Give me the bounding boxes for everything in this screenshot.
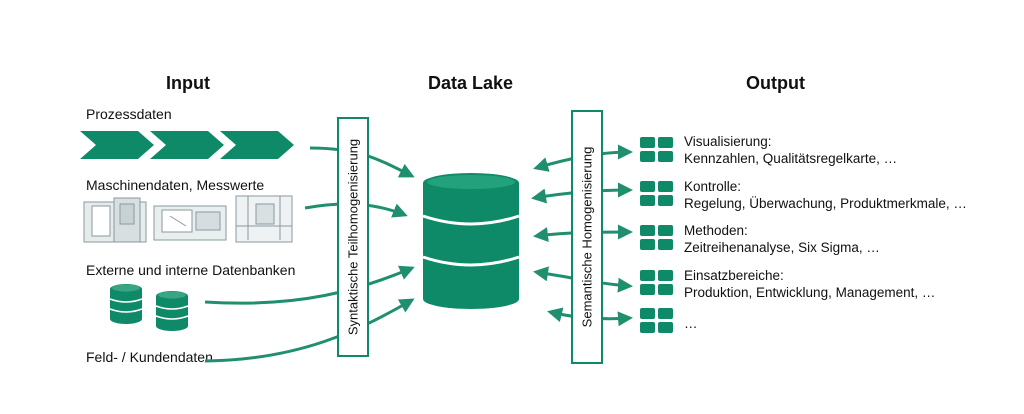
- input-arrows: [204, 146, 415, 363]
- output-item-einsatzbereiche: Einsatzbereiche: Produktion, Entwicklung…: [684, 267, 935, 301]
- output-subtitle: Zeitreihenanalyse, Six Sigma, …: [684, 240, 880, 255]
- output-item-more: …: [684, 315, 698, 332]
- syntactic-homogenization-label: Syntaktische Teilhomogenisierung: [345, 138, 361, 336]
- syntactic-homogenization-box: Syntaktische Teilhomogenisierung: [337, 117, 369, 357]
- input-label-felddaten: Feld- / Kundendaten: [86, 349, 213, 365]
- machine-icon: [83, 195, 293, 243]
- output-heading: Output: [746, 73, 805, 93]
- data-lake-cylinder: [422, 173, 520, 309]
- output-subtitle: Regelung, Überwachung, Produktmerkmale, …: [684, 196, 967, 211]
- output-title: …: [684, 316, 698, 331]
- input-label-maschinendaten: Maschinendaten, Messwerte: [86, 177, 265, 193]
- chevron-arrow-icon: [80, 131, 294, 159]
- output-subtitle: Kennzahlen, Qualitätsregelkarte, …: [684, 151, 898, 166]
- output-item-kontrolle: Kontrolle: Regelung, Überwachung, Produk…: [684, 178, 967, 212]
- semantic-homogenization-label: Semantische Homogenisierung: [579, 146, 595, 328]
- output-title: Visualisierung:: [684, 134, 772, 149]
- input-label-datenbanken: Externe und interne Datenbanken: [86, 262, 296, 278]
- semantic-homogenization-box: Semantische Homogenisierung: [571, 110, 603, 364]
- input-label-prozessdaten: Prozessdaten: [86, 106, 172, 122]
- output-title: Kontrolle:: [684, 179, 742, 194]
- data-lake-heading: Data Lake: [428, 73, 514, 93]
- grid-icon: [640, 137, 673, 333]
- input-heading: Input: [166, 73, 210, 93]
- output-title: Methoden:: [684, 223, 748, 238]
- output-title: Einsatzbereiche:: [684, 268, 784, 283]
- output-item-visualisierung: Visualisierung: Kennzahlen, Qualitätsreg…: [684, 133, 897, 167]
- output-subtitle: Produktion, Entwicklung, Management, …: [684, 285, 936, 300]
- output-item-methoden: Methoden: Zeitreihenanalyse, Six Sigma, …: [684, 222, 880, 256]
- database-icon: [109, 284, 189, 331]
